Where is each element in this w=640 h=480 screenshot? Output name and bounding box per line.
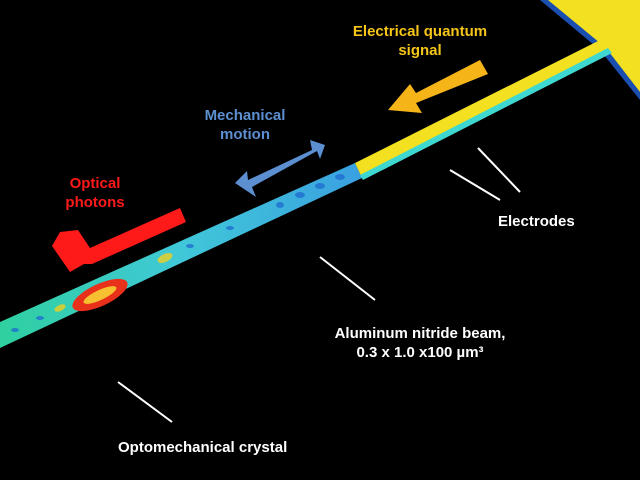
mechanical-label-line2: motion bbox=[220, 126, 270, 143]
optical-label-line2: photons bbox=[65, 194, 125, 211]
crystal-label: Optomechanical crystal bbox=[118, 439, 288, 456]
mechanical-motion-arrow bbox=[235, 140, 325, 197]
electrical-label-line1: Electrical quantum bbox=[352, 23, 488, 40]
beam-pattern bbox=[11, 174, 345, 332]
beam-label-line1: Aluminum nitride beam, bbox=[334, 325, 506, 342]
crystal-core bbox=[83, 286, 117, 304]
optical-label-line1: Optical bbox=[69, 175, 121, 192]
electrode-yellow bbox=[355, 40, 610, 178]
contact-pad-top bbox=[548, 0, 640, 92]
electrical-label-line2: signal bbox=[398, 42, 442, 59]
mechanical-motion-label: Mechanical motion bbox=[180, 106, 310, 144]
electrodes-label: Electrodes bbox=[498, 213, 575, 230]
beam-label-line2: 0.3 x 1.0 x100 µm³ bbox=[356, 344, 484, 361]
optical-photons-arrow bbox=[52, 208, 186, 272]
mechanical-label-line1: Mechanical bbox=[204, 107, 286, 124]
electrode-cyan bbox=[360, 48, 612, 180]
optical-photons-label: Optical photons bbox=[40, 174, 150, 212]
beam-warm-spots bbox=[54, 253, 173, 312]
beam-label: Aluminum nitride beam, 0.3 x 1.0 x100 µm… bbox=[310, 324, 530, 362]
electrical-signal-arrow bbox=[388, 60, 488, 113]
pointer-lines bbox=[117, 147, 521, 423]
electrical-signal-label: Electrical quantum signal bbox=[330, 22, 510, 60]
